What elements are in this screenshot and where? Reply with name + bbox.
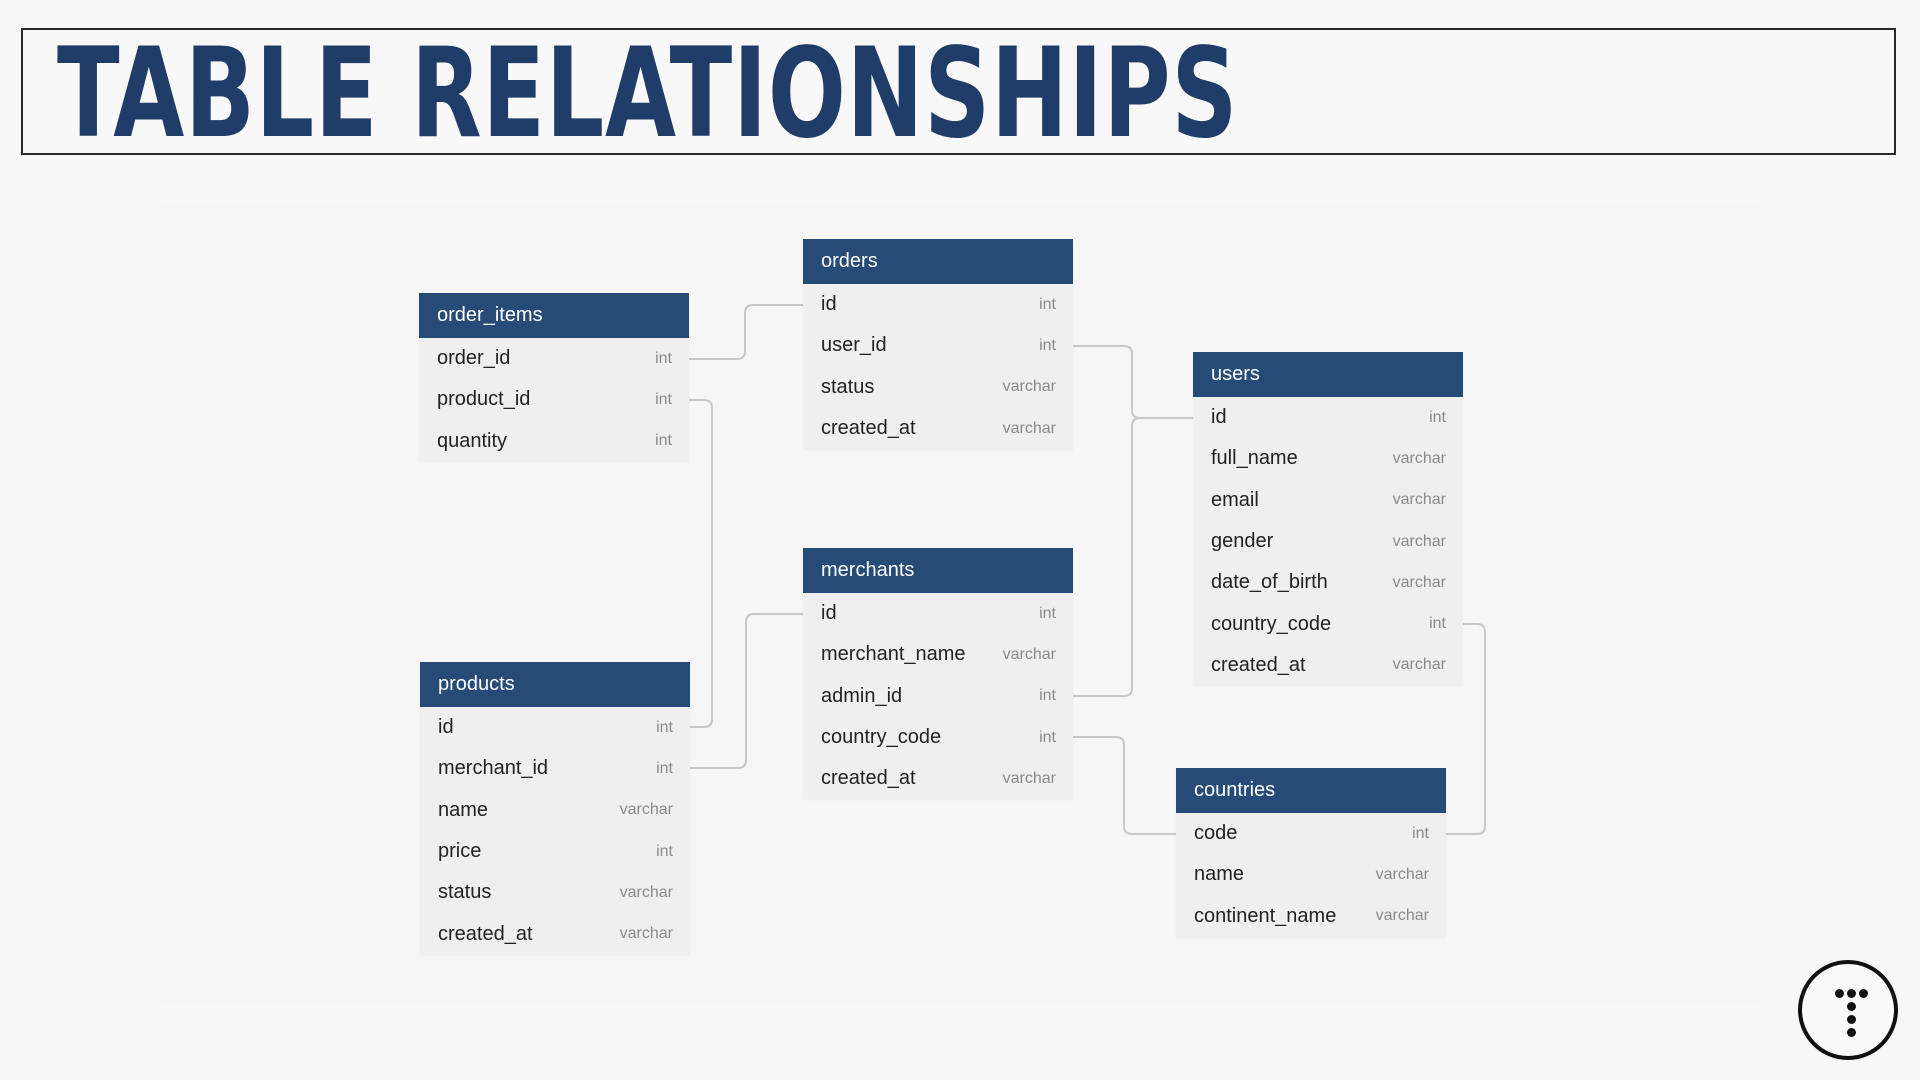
column-name: merchant_id	[438, 757, 549, 780]
table-row[interactable]: created_at varchar	[420, 913, 690, 955]
table-row[interactable]: id int	[803, 284, 1073, 326]
column-name: order_id	[437, 347, 511, 370]
table-products[interactable]: products id int merchant_id int name var…	[420, 662, 690, 955]
table-merchants[interactable]: merchants id int merchant_name varchar a…	[803, 548, 1073, 800]
column-type: varchar	[1392, 532, 1446, 550]
column-type: int	[1039, 604, 1056, 622]
column-type: varchar	[1392, 491, 1446, 509]
column-type: varchar	[1002, 419, 1056, 437]
column-type: varchar	[1002, 769, 1056, 787]
table-row[interactable]: quantity int	[419, 420, 689, 462]
column-type: int	[656, 759, 673, 777]
table-row[interactable]: name varchar	[420, 789, 690, 831]
table-header: orders	[803, 239, 1073, 284]
table-row[interactable]: id int	[420, 707, 690, 749]
column-type: int	[656, 718, 673, 736]
column-type: varchar	[1375, 865, 1429, 883]
column-name: user_id	[821, 334, 887, 357]
column-type: varchar	[1392, 573, 1446, 591]
table-row[interactable]: id int	[1193, 397, 1463, 439]
column-type: varchar	[1002, 378, 1056, 396]
column-type: int	[655, 432, 672, 450]
column-type: int	[1429, 408, 1446, 426]
table-header: countries	[1176, 768, 1446, 813]
column-type: int	[1039, 295, 1056, 313]
table-row[interactable]: country_code int	[803, 716, 1073, 759]
table-row[interactable]: created_at varchar	[803, 407, 1073, 450]
column-name: name	[1194, 863, 1245, 886]
column-name: id	[821, 293, 837, 316]
table-header: users	[1193, 352, 1463, 397]
table-row[interactable]: user_id int	[803, 325, 1073, 367]
column-type: int	[1039, 687, 1056, 705]
column-name: gender	[1211, 530, 1274, 553]
column-name: email	[1211, 488, 1259, 511]
column-type: varchar	[1375, 907, 1429, 925]
column-type: varchar	[619, 925, 673, 943]
column-type: int	[655, 349, 672, 367]
column-name: date_of_birth	[1211, 571, 1328, 594]
table-row[interactable]: product_id int	[419, 379, 689, 421]
column-name: admin_id	[821, 684, 903, 707]
column-name: merchant_name	[821, 643, 966, 666]
table-row[interactable]: full_name varchar	[1193, 438, 1463, 480]
column-name: full_name	[1211, 447, 1298, 470]
column-type: int	[656, 842, 673, 860]
column-type: int	[655, 390, 672, 408]
column-type: varchar	[1392, 656, 1446, 674]
column-name: price	[438, 840, 482, 863]
column-name: created_at	[821, 767, 916, 790]
column-type: varchar	[1002, 645, 1056, 663]
table-row[interactable]: id int	[803, 593, 1073, 635]
table-row[interactable]: created_at varchar	[803, 758, 1073, 800]
table-row[interactable]: status varchar	[420, 872, 690, 914]
table-row[interactable]: date_of_birth varchar	[1193, 562, 1463, 604]
table-row[interactable]: country_code int	[1193, 603, 1463, 645]
table-row[interactable]: merchant_id int	[420, 748, 690, 790]
column-name: quantity	[437, 429, 508, 452]
column-name: status	[438, 881, 492, 904]
table-order-items[interactable]: order_items order_id int product_id int …	[419, 293, 689, 462]
column-name: id	[438, 716, 454, 739]
page-title: TABLE RELATIONSHIPS	[57, 22, 1239, 166]
column-name: continent_name	[1194, 904, 1337, 927]
column-name: country_code	[1211, 612, 1332, 635]
column-type: int	[1429, 615, 1446, 633]
table-row[interactable]: price int	[420, 830, 690, 873]
column-type: varchar	[1392, 449, 1446, 467]
column-name: created_at	[1211, 653, 1306, 676]
table-header: products	[420, 662, 690, 707]
column-type: int	[1039, 728, 1056, 746]
table-users[interactable]: users id int full_name varchar email var…	[1193, 352, 1463, 687]
table-countries[interactable]: countries code int name varchar continen…	[1176, 768, 1446, 937]
column-name: name	[438, 798, 489, 821]
table-row[interactable]: email varchar	[1193, 479, 1463, 521]
table-orders[interactable]: orders id int user_id int status varchar…	[803, 239, 1073, 450]
column-type: int	[1039, 336, 1056, 354]
column-type: varchar	[619, 801, 673, 819]
table-row[interactable]: gender varchar	[1193, 520, 1463, 563]
table-row[interactable]: admin_id int	[803, 675, 1073, 717]
column-type: int	[1412, 824, 1429, 842]
column-name: country_code	[821, 726, 942, 749]
table-row[interactable]: status varchar	[803, 366, 1073, 408]
column-name: status	[821, 375, 875, 398]
brand-logo-icon	[1798, 960, 1898, 1060]
table-row[interactable]: continent_name varchar	[1176, 895, 1446, 937]
column-name: created_at	[821, 417, 916, 440]
table-header: merchants	[803, 548, 1073, 593]
column-name: code	[1194, 822, 1238, 845]
column-name: product_id	[437, 388, 531, 411]
title-box: TABLE RELATIONSHIPS	[21, 22, 1896, 166]
table-header: order_items	[419, 293, 689, 338]
table-row[interactable]: code int	[1176, 813, 1446, 855]
column-name: id	[821, 602, 837, 625]
column-type: varchar	[619, 883, 673, 901]
column-name: id	[1211, 406, 1227, 429]
table-row[interactable]: created_at varchar	[1193, 644, 1463, 687]
table-row[interactable]: name varchar	[1176, 854, 1446, 896]
table-row[interactable]: order_id int	[419, 338, 689, 380]
table-row[interactable]: merchant_name varchar	[803, 634, 1073, 676]
column-name: created_at	[438, 922, 533, 945]
